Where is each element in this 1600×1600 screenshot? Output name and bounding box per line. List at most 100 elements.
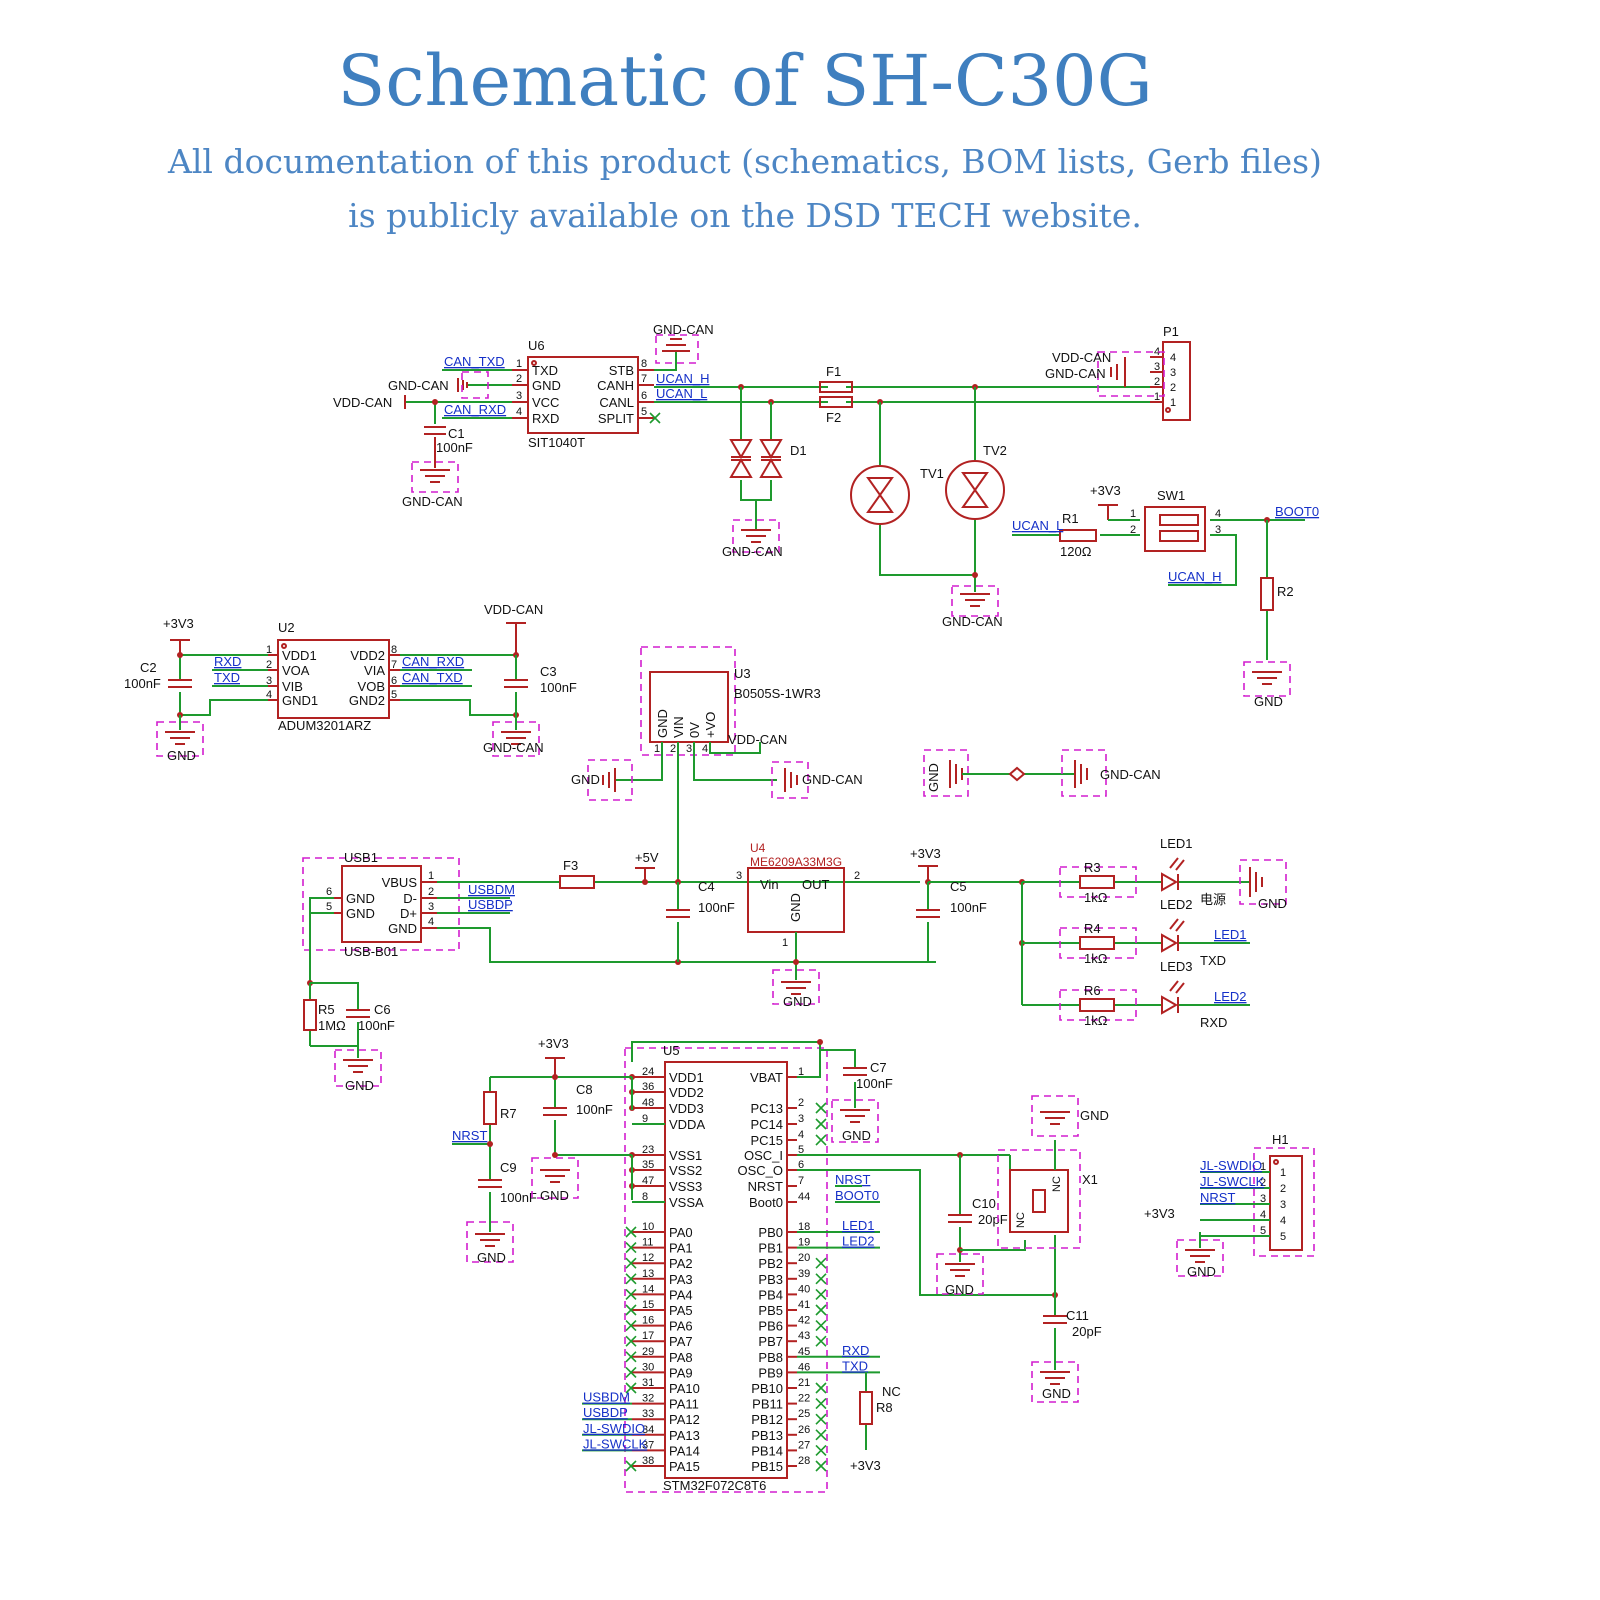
sw1-pin1: 1 bbox=[1130, 508, 1136, 520]
gnd-symbol-bridge-left bbox=[949, 760, 963, 788]
d1-diode-b bbox=[759, 439, 783, 478]
tv2-ref: TV2 bbox=[983, 443, 1007, 458]
u5-pa-nc-mark bbox=[625, 1460, 637, 1472]
u5-pa-nc-mark bbox=[625, 1320, 637, 1332]
u2-ref: U2 bbox=[278, 620, 295, 635]
u5-pb-net-label: RXD bbox=[842, 1343, 869, 1358]
u5-pa-pin-label: PA1 bbox=[669, 1241, 693, 1256]
usb-pin-label: VBUS bbox=[382, 875, 418, 890]
u5-pa-net-label: JL-SWDIO bbox=[583, 1421, 645, 1436]
h1-pin-num-in: 1 bbox=[1280, 1167, 1286, 1179]
u5-rt-pin-label: OSC_O bbox=[737, 1163, 783, 1178]
sw1-ref: SW1 bbox=[1157, 488, 1185, 503]
gnd-outline-u3 bbox=[587, 759, 633, 801]
u5-pa-nc-mark bbox=[625, 1226, 637, 1238]
termination-block: +3V3 SW1 1 2 4 3 R1 120Ω UCAN_L UCAN_H B… bbox=[1012, 483, 1319, 709]
gnd-label-x1: GND bbox=[1080, 1108, 1109, 1123]
u5-pa-pin-num: 34 bbox=[642, 1424, 654, 1436]
u4-pin1: 1 bbox=[782, 937, 788, 949]
junction-mcu-vdd bbox=[552, 1074, 558, 1080]
led-emission-arrows bbox=[1169, 918, 1185, 932]
u5-rt-net-label: NRST bbox=[835, 1172, 870, 1187]
usb-gnd-pin-label: GND bbox=[346, 906, 375, 921]
gnd-symbol-c10 bbox=[945, 1263, 975, 1277]
u2-right-pin-label: VOB bbox=[358, 679, 385, 694]
u6-left-pin-num: 4 bbox=[516, 406, 522, 418]
u5-rt-pin-label: OSC_I bbox=[744, 1148, 783, 1163]
u5-pb-pin-label: PB15 bbox=[751, 1459, 783, 1474]
u5-pb-pin-num: 40 bbox=[798, 1283, 810, 1295]
u5-pa-pin-num: 32 bbox=[642, 1393, 654, 1405]
vdd-bar-u2 bbox=[506, 622, 526, 655]
u5-pa-nc-mark bbox=[625, 1382, 637, 1394]
r5-body bbox=[303, 999, 317, 1031]
sw1-lever-a bbox=[1159, 514, 1199, 526]
c8-symbol bbox=[543, 1107, 567, 1116]
u3-ref: U3 bbox=[734, 666, 751, 681]
u3-part: B0505S-1WR3 bbox=[734, 686, 821, 701]
usb-pin-label: D+ bbox=[400, 906, 417, 921]
led-resistor-body bbox=[1079, 875, 1115, 889]
u5-pb-pin-label: PB7 bbox=[758, 1334, 783, 1349]
c3-symbol bbox=[504, 679, 528, 688]
u5-pb-pin-label: PB3 bbox=[758, 1272, 783, 1287]
u5-pb-pin-label: PB2 bbox=[758, 1256, 783, 1271]
p1-pin-num-in: 2 bbox=[1170, 382, 1176, 394]
tv2-body bbox=[945, 460, 1005, 520]
u6-left-pin-label: GND bbox=[532, 378, 561, 393]
usb-pin-num: 1 bbox=[428, 870, 434, 882]
wire-u2-left bbox=[179, 654, 268, 716]
u2-pin1-dot bbox=[281, 643, 287, 649]
junction-c1 bbox=[432, 399, 438, 405]
u6-right-pin-num: 5 bbox=[641, 406, 647, 418]
p1-pwr-outline bbox=[1097, 351, 1165, 397]
h1-ref: H1 bbox=[1272, 1132, 1289, 1147]
sw1-lever-b bbox=[1159, 530, 1199, 542]
u5-pa-pin-label: PA4 bbox=[669, 1287, 693, 1302]
u5-pa-pin-num: 38 bbox=[642, 1455, 654, 1467]
u5-pb-pin-label: PB8 bbox=[758, 1350, 783, 1365]
u2-left-pin-label: VIB bbox=[282, 679, 303, 694]
vdd-can-label-u3: VDD-CAN bbox=[728, 732, 787, 747]
v3-label-mcu: +3V3 bbox=[538, 1036, 569, 1051]
u6-right-pin-label: CANL bbox=[599, 395, 634, 410]
u5-pwr-pin-label: VSSA bbox=[669, 1195, 704, 1210]
junction-c2-top bbox=[177, 652, 183, 658]
c1-symbol bbox=[424, 426, 446, 468]
u6-left-pin-label: VCC bbox=[532, 395, 559, 410]
u5-pb-nc-mark bbox=[815, 1398, 827, 1410]
c2-value: 100nF bbox=[124, 676, 161, 691]
p1-body bbox=[1162, 341, 1191, 421]
u5-pa-pin-num: 17 bbox=[642, 1330, 654, 1342]
u5-pb-net-label: LED1 bbox=[842, 1218, 875, 1233]
u4-out: OUT bbox=[802, 877, 830, 892]
u5-pa-pin-label: PA11 bbox=[669, 1397, 699, 1412]
u3-pin-label: +VO bbox=[703, 712, 718, 738]
gnd-outline-c7 bbox=[831, 1099, 879, 1143]
u5-pa-nc-mark bbox=[625, 1288, 637, 1300]
h1-net-label: NRST bbox=[1200, 1190, 1235, 1205]
v3-bar-mcu bbox=[545, 1057, 565, 1077]
gnd-outline-r2 bbox=[1243, 661, 1291, 697]
gnd-can-label-stb: GND-CAN bbox=[653, 322, 714, 337]
u5-rt-pin-num: 2 bbox=[798, 1097, 804, 1109]
u5-pa-nc-mark bbox=[625, 1242, 637, 1254]
u6-right-pin-num: 8 bbox=[641, 358, 647, 370]
gnd-can-label-c1: GND-CAN bbox=[402, 494, 463, 509]
v5-label: +5V bbox=[635, 850, 659, 865]
p1-pin-num-out: 3 bbox=[1154, 361, 1160, 373]
r8-body bbox=[859, 1391, 873, 1425]
page-title: Schematic of SH-C30G bbox=[337, 40, 1153, 122]
junction-mcu-vss bbox=[552, 1152, 558, 1158]
u2-right-pin-label: VIA bbox=[364, 663, 385, 678]
u5-rt-pin-label: PC13 bbox=[750, 1101, 783, 1116]
c9-ref: C9 bbox=[500, 1160, 517, 1175]
vdd-can-label-p1: VDD-CAN bbox=[1052, 350, 1111, 365]
u5-rt-pin-label: VBAT bbox=[750, 1070, 783, 1085]
u2-body bbox=[277, 639, 390, 719]
u5-part: STM32F072C8T6 bbox=[663, 1478, 766, 1493]
u5-pb-pin-label: PB9 bbox=[758, 1365, 783, 1380]
gnd-symbol-c3 bbox=[501, 731, 531, 745]
gnd-outline-c10 bbox=[936, 1253, 984, 1295]
